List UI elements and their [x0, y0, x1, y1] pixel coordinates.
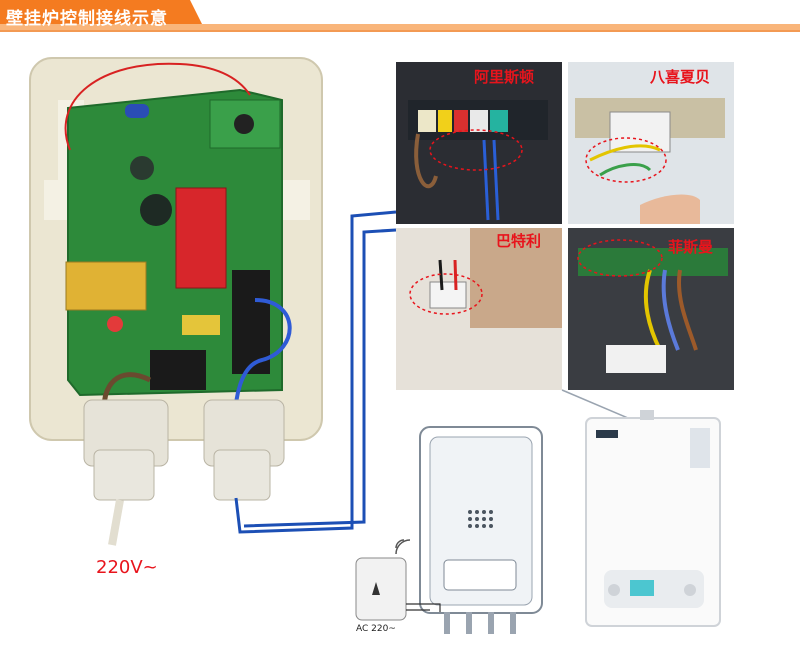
- photo-grid: [396, 62, 734, 390]
- brand-label-baxi: 八喜夏贝: [650, 68, 711, 86]
- page-title: 壁挂炉控制接线示意: [6, 9, 168, 29]
- banner-rule: [0, 30, 800, 32]
- boiler-outline: [419, 426, 543, 634]
- brand-label-beretta: 巴特利: [496, 232, 542, 250]
- gas-boiler: [585, 410, 721, 627]
- sensor-label: AC 220~: [356, 624, 396, 634]
- controller-box: [29, 57, 397, 546]
- thermostat-device: [355, 539, 441, 621]
- power-label: 220V~: [96, 557, 158, 578]
- brand-label-ariston: 阿里斯顿: [474, 68, 535, 86]
- banner-shape: [0, 0, 800, 30]
- title-banner: 壁挂炉控制接线示意: [0, 0, 800, 32]
- brand-label-viessmann: 菲斯曼: [668, 238, 714, 256]
